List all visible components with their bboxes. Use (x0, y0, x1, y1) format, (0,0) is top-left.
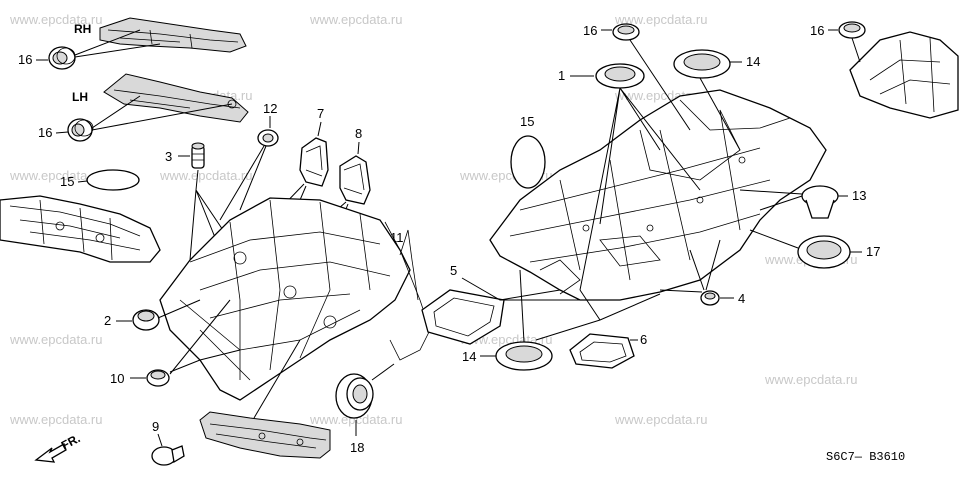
lh-label: LH (72, 90, 88, 104)
watermark-15: www.epcdata.ru (309, 412, 403, 427)
pad-5 (421, 289, 505, 345)
watermark-13: www.epcdata.ru (764, 372, 858, 387)
grommet-16-upper (48, 46, 76, 70)
callout-16-c: 16 (583, 23, 597, 38)
watermark-2: www.epcdata.ru (309, 12, 403, 27)
grommet-17 (797, 235, 851, 269)
rh-panel (99, 17, 247, 53)
callout-13: 13 (852, 188, 866, 203)
clip-7 (299, 137, 329, 187)
front-crossmember (199, 411, 331, 459)
pad-6 (569, 333, 635, 369)
clip-8 (339, 155, 371, 205)
callout-8: 8 (355, 126, 362, 141)
callout-6: 6 (640, 332, 647, 347)
watermark-16: www.epcdata.ru (614, 412, 708, 427)
callout-2: 2 (104, 313, 111, 328)
floor-pan (489, 89, 827, 301)
grommet-14-upper (673, 49, 731, 79)
plug-2 (132, 309, 160, 331)
callout-15-left: 15 (60, 174, 74, 189)
watermark-11: www.epcdata.ru (9, 332, 103, 347)
plug-4 (700, 290, 720, 306)
rear-panel-inset (849, 31, 959, 119)
callout-10: 10 (110, 371, 124, 386)
watermark-6: www.epcdata.ru (9, 168, 103, 183)
front-arrow: FR. (34, 431, 82, 463)
callout-17: 17 (866, 244, 880, 259)
watermark-3: www.epcdata.ru (614, 12, 708, 27)
callout-16-b: 16 (38, 125, 52, 140)
watermark-1: www.epcdata.ru (9, 12, 103, 27)
callout-14-lower: 14 (462, 349, 476, 364)
callout-18: 18 (350, 440, 364, 455)
plug-13 (801, 185, 839, 219)
callout-1: 1 (558, 68, 565, 83)
grommet-12 (257, 129, 279, 147)
lh-panel (103, 73, 249, 123)
seal-15-left (86, 169, 140, 191)
grommet-16-top-right (838, 21, 866, 39)
callout-14-upper: 14 (746, 54, 760, 69)
callout-7: 7 (317, 106, 324, 121)
callout-16-d: 16 (810, 23, 824, 38)
callout-9: 9 (152, 419, 159, 434)
diagram-code: S6C7— B3610 (826, 450, 905, 464)
grommet-16-top-center (612, 23, 640, 41)
subframe-inset (0, 195, 161, 263)
callout-4: 4 (738, 291, 745, 306)
callout-16-a: 16 (18, 52, 32, 67)
front-body-structure (159, 197, 431, 401)
callout-3: 3 (165, 149, 172, 164)
callout-15-right: 15 (520, 114, 534, 129)
plug-3 (191, 142, 205, 169)
callout-12: 12 (263, 101, 277, 116)
plug-10 (146, 369, 170, 387)
callout-5: 5 (450, 263, 457, 278)
grommet-16-lower (67, 118, 94, 142)
watermark-7: www.epcdata.ru (159, 168, 253, 183)
grommet-18 (335, 373, 374, 419)
watermark-14: www.epcdata.ru (9, 412, 103, 427)
grommet-1 (595, 63, 645, 89)
plug-9 (151, 445, 185, 466)
seal-15-right (510, 135, 546, 189)
rh-label: RH (74, 22, 91, 36)
grommet-14-lower (495, 341, 553, 371)
